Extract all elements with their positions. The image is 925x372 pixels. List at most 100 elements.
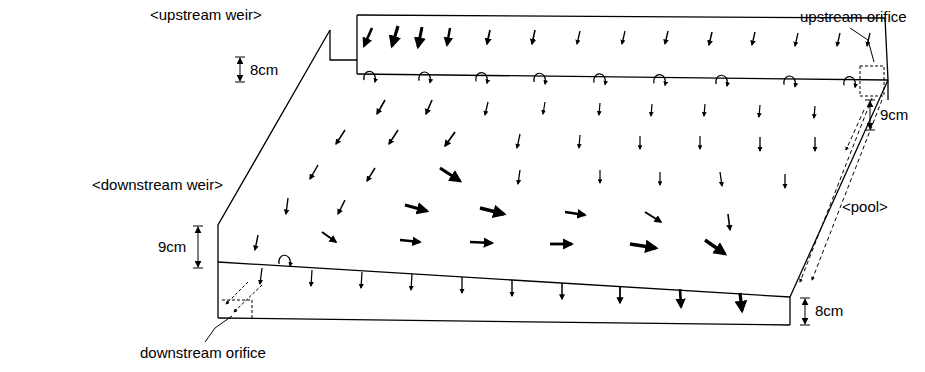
part-label: downstream orifice xyxy=(140,344,266,362)
part-label: <pool> xyxy=(842,198,888,216)
dimension-line xyxy=(198,227,199,267)
upstream-orifice xyxy=(860,66,884,96)
velocity-arrow xyxy=(364,28,372,46)
dimension-label: 8cm xyxy=(815,302,843,320)
velocity-arrow xyxy=(461,277,462,293)
velocity-arrow xyxy=(795,33,798,46)
velocity-arrow xyxy=(752,32,755,45)
velocity-arrow xyxy=(487,30,490,44)
velocity-arrow xyxy=(759,105,760,117)
orifice-jet xyxy=(846,110,864,150)
velocity-arrow xyxy=(728,214,730,230)
velocity-arrow xyxy=(543,102,545,114)
eddy-arrow xyxy=(364,71,376,82)
downstream-weir-bottom xyxy=(218,318,790,325)
velocity-arrow xyxy=(645,212,661,222)
velocity-arrow xyxy=(705,240,725,254)
part-label: upstream orifice xyxy=(800,8,907,26)
velocity-arrow xyxy=(260,268,262,284)
velocity-arrow xyxy=(405,205,427,211)
eddy-arrow xyxy=(716,75,728,86)
velocity-arrow xyxy=(470,242,492,243)
orifice-jet xyxy=(800,98,872,282)
dimension-line xyxy=(240,58,241,81)
velocity-arrow xyxy=(709,32,712,45)
downstream-weir-crest xyxy=(218,262,790,297)
dimension-tick xyxy=(235,57,245,82)
velocity-arrow xyxy=(367,168,375,181)
downstream-weir-right-edge xyxy=(789,297,790,325)
eddy-arrow xyxy=(844,77,856,88)
eddy-arrow xyxy=(784,76,796,87)
velocity-arrow xyxy=(651,104,652,116)
velocity-arrow xyxy=(837,33,840,46)
velocity-arrow xyxy=(699,136,700,149)
velocity-arrow xyxy=(336,130,345,144)
dimension-label: 8cm xyxy=(250,61,278,79)
eddy-arrow xyxy=(534,73,546,84)
velocity-vectors xyxy=(255,26,870,311)
dimension-label: 9cm xyxy=(880,106,908,124)
dimension-label: 9cm xyxy=(158,238,186,256)
velocity-arrow xyxy=(720,172,722,186)
velocity-arrow xyxy=(400,240,420,242)
dimension-tick xyxy=(865,100,875,130)
eddy-arrow xyxy=(594,74,606,85)
velocity-arrow xyxy=(561,283,563,299)
velocity-arrow xyxy=(659,172,660,185)
velocity-arrow xyxy=(704,104,705,116)
velocity-arrow xyxy=(310,165,318,179)
part-label: <upstream weir> xyxy=(150,6,262,24)
velocity-arrow xyxy=(622,31,625,44)
left-wall xyxy=(218,30,330,318)
velocity-arrow xyxy=(577,31,580,44)
upstream-weir-edge xyxy=(356,15,357,74)
velocity-arrow xyxy=(445,132,455,146)
velocity-arrow xyxy=(480,208,504,214)
velocity-arrow xyxy=(361,272,362,288)
velocity-arrow xyxy=(784,174,785,188)
velocity-arrow xyxy=(426,100,432,114)
velocity-arrow xyxy=(338,200,345,214)
velocity-arrow xyxy=(447,28,450,45)
velocity-arrow xyxy=(532,30,535,44)
eddy-marks xyxy=(279,71,856,266)
velocity-arrow xyxy=(665,31,668,44)
velocity-arrow xyxy=(255,235,258,250)
orifice-jet xyxy=(226,282,248,304)
orifice-jet xyxy=(234,285,262,312)
velocity-arrow xyxy=(639,136,640,149)
leader-line xyxy=(850,28,874,62)
velocity-arrow xyxy=(511,280,512,296)
velocity-arrow xyxy=(440,168,460,181)
velocity-arrow xyxy=(550,243,572,246)
right-wall-top xyxy=(790,80,888,297)
velocity-arrow xyxy=(517,134,520,148)
downstream-orifice xyxy=(222,300,252,318)
eddy-arrow xyxy=(654,75,666,86)
velocity-arrow xyxy=(759,137,760,151)
velocity-arrow xyxy=(814,106,815,118)
dimension-line xyxy=(870,101,871,129)
dimension-brackets xyxy=(193,57,875,325)
leader-line xyxy=(205,316,232,342)
velocity-arrow xyxy=(485,102,488,115)
velocity-arrow xyxy=(392,26,398,46)
part-label: <downstream weir> xyxy=(92,176,223,194)
dimension-tick xyxy=(193,226,203,268)
eddy-arrow xyxy=(476,73,488,84)
velocity-arrow xyxy=(389,130,398,144)
velocity-arrow xyxy=(579,135,580,148)
orifice-jet xyxy=(812,100,882,280)
velocity-arrow xyxy=(518,170,520,184)
velocity-arrow xyxy=(411,274,412,290)
velocity-arrow xyxy=(680,289,681,307)
velocity-arrow xyxy=(377,100,385,114)
upstream-weir-right-edge xyxy=(885,18,888,80)
velocity-arrow xyxy=(286,198,288,214)
dimension-tick xyxy=(800,298,810,325)
eddy-arrow xyxy=(279,255,291,266)
velocity-arrow xyxy=(311,270,312,286)
velocity-arrow xyxy=(418,27,422,47)
